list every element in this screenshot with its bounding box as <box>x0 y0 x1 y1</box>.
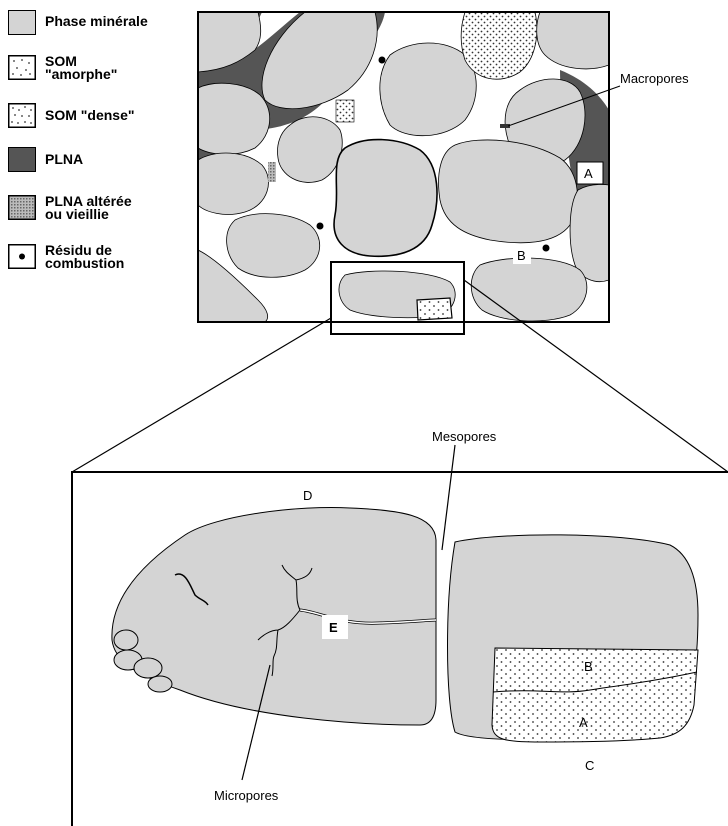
label-a-top: A <box>584 166 593 181</box>
small-blob <box>134 658 162 678</box>
mineral-grain <box>227 214 320 278</box>
label-a-bottom: A <box>579 715 588 730</box>
label-b-bottom: B <box>584 659 593 674</box>
aggregate-view <box>198 12 609 322</box>
mineral-grain <box>334 140 437 257</box>
plna-alteree-spot <box>268 162 276 182</box>
residu-dot <box>317 223 324 230</box>
small-blob <box>148 676 172 692</box>
som-amorphe-spot <box>417 298 452 320</box>
macropores-label: Macropores <box>620 71 689 86</box>
mineral-grain <box>380 43 476 136</box>
mesopores-label: Mesopores <box>432 429 497 444</box>
label-e: E <box>329 620 338 635</box>
som-dense-spot <box>336 100 354 122</box>
label-c: C <box>585 758 594 773</box>
mineral-grain <box>198 153 268 214</box>
mineral-grain <box>198 83 270 154</box>
small-blob <box>114 630 138 650</box>
label-b-top: B <box>517 248 526 263</box>
residu-dot <box>543 245 550 252</box>
zoom-line-left <box>72 318 331 472</box>
micropores-label: Micropores <box>214 788 279 803</box>
residu-dot <box>379 57 386 64</box>
mineral-grain <box>471 258 587 321</box>
label-d: D <box>303 488 312 503</box>
som-dotted-region <box>492 648 698 742</box>
